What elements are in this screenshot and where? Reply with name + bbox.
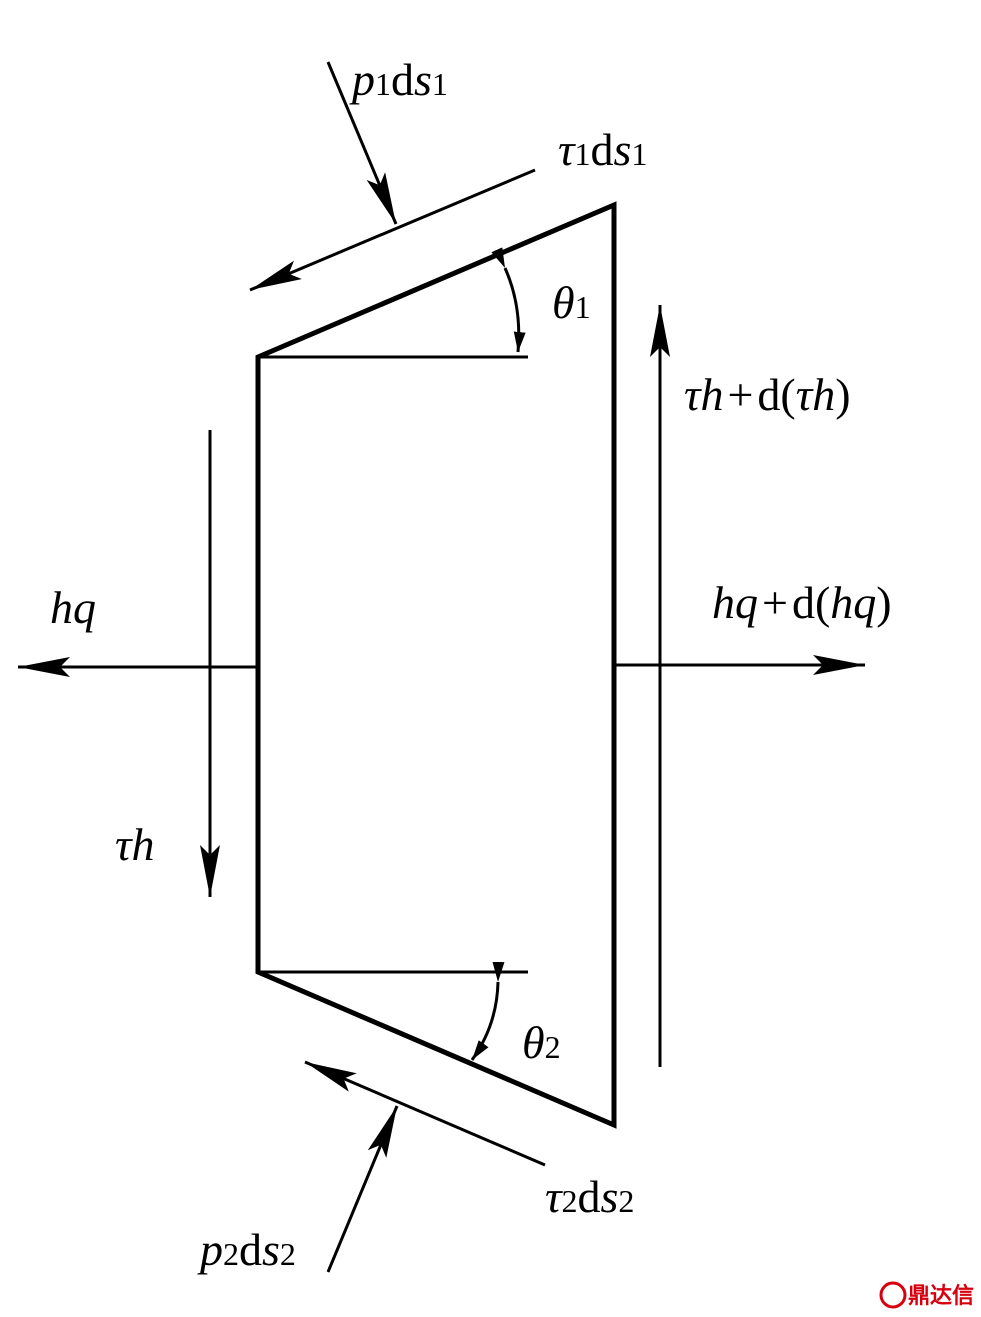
tau1ds1-arrow bbox=[249, 168, 536, 292]
p2ds2-arrow bbox=[326, 1105, 399, 1273]
label-theta1: θ1 bbox=[552, 277, 591, 328]
label-tauh: τh bbox=[115, 819, 154, 870]
element-outline bbox=[255, 201, 617, 1129]
label-hq-plus: hq+d(hq) bbox=[712, 577, 892, 628]
label-hq-left: hq bbox=[50, 582, 96, 633]
watermark-text: 鼎达信 bbox=[908, 1283, 974, 1309]
label-tauh-plus: τh+d(τh) bbox=[684, 369, 851, 420]
label-p2ds2: p2ds2 bbox=[197, 1224, 296, 1275]
tau2ds2-arrow bbox=[304, 1060, 546, 1167]
watermark: 鼎达信 bbox=[879, 1281, 974, 1309]
label-tau1ds1: τ1ds1 bbox=[558, 124, 647, 175]
label-theta2: θ2 bbox=[522, 1017, 561, 1068]
theta1-arc bbox=[491, 247, 526, 353]
watermark-logo-icon bbox=[879, 1281, 907, 1309]
p1ds1-arrow bbox=[326, 61, 398, 225]
label-p1ds1: p1ds1 bbox=[349, 54, 448, 105]
label-tau2ds2: τ2ds2 bbox=[545, 1171, 634, 1222]
theta2-arc bbox=[470, 961, 505, 1061]
